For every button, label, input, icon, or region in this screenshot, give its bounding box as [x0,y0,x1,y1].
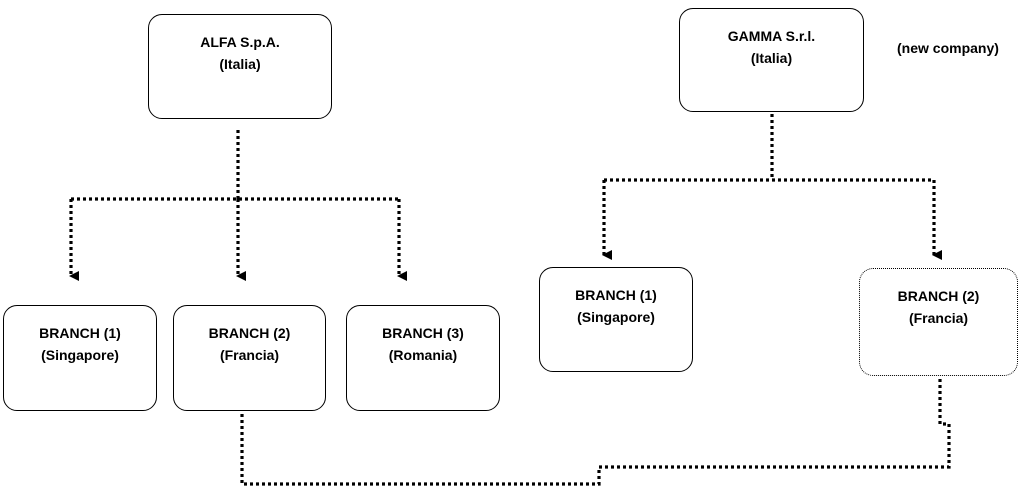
gamma-branch-2-box: BRANCH (2) (Francia) [859,268,1018,376]
alfa-branch-1-box: BRANCH (1) (Singapore) [3,305,157,411]
alfa-branch-3-box: BRANCH (3) (Romania) [346,305,500,411]
branch-transfer-connector [240,378,951,486]
alfa-branch-2-name: BRANCH (2) [208,325,291,341]
gamma-company-box: GAMMA S.r.l. (Italia) [679,8,864,112]
gamma-company-name: GAMMA S.r.l. [727,28,816,44]
alfa-company-box: ALFA S.p.A. (Italia) [148,14,332,119]
new-company-note: (new company) [897,40,999,56]
alfa-branch-1-location: (Singapore) [41,347,119,363]
alfa-company-country: (Italia) [219,56,261,72]
alfa-company-name: ALFA S.p.A. [200,34,280,50]
alfa-branch-2-box: BRANCH (2) (Francia) [173,305,326,411]
alfa-branch-3-location: (Romania) [388,347,458,363]
gamma-branch-1-name: BRANCH (1) [575,287,657,303]
gamma-branch-1-box: BRANCH (1) (Singapore) [539,267,693,372]
gamma-branch-2-location: (Francia) [908,310,969,326]
gamma-branch-1-location: (Singapore) [577,309,655,325]
gamma-branch-2-name: BRANCH (2) [897,288,980,304]
gamma-company-country: (Italia) [750,50,793,66]
alfa-branch-2-location: (Francia) [219,347,280,363]
alfa-branch-1-name: BRANCH (1) [39,325,121,341]
alfa-branch-3-name: BRANCH (3) [382,325,464,341]
